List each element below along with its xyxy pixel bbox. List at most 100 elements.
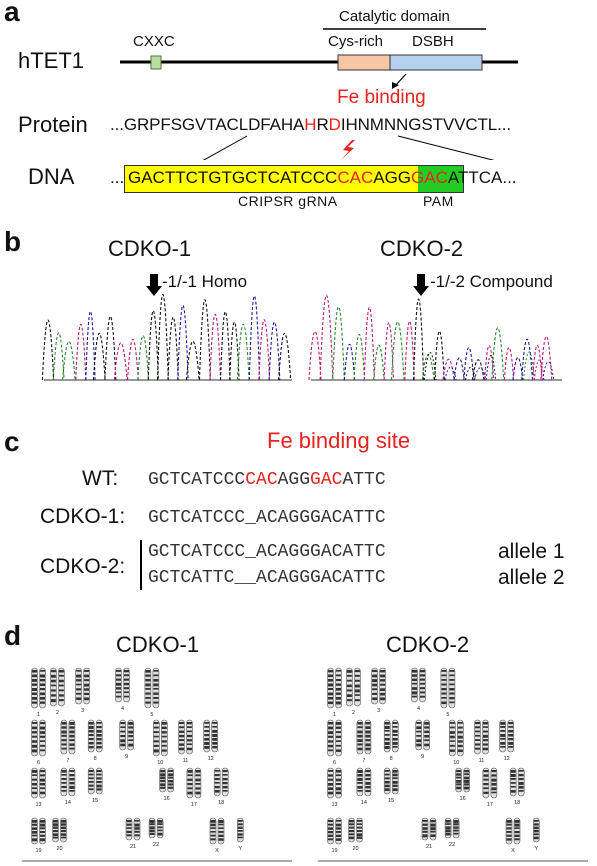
chromosome-band — [372, 674, 378, 678]
chromosome-band — [53, 826, 58, 829]
chromosome-band — [483, 739, 488, 742]
chromosome-band — [32, 674, 37, 678]
trace-peak — [167, 316, 179, 381]
chromosome-band — [441, 701, 447, 705]
chromosome-label: 4 — [121, 706, 124, 712]
chromosome-band — [58, 684, 64, 687]
chromosome-band — [510, 778, 516, 780]
trace-secondary-peak — [523, 351, 535, 381]
chromosome-band — [61, 786, 67, 789]
chromosome-label: 20 — [352, 846, 358, 852]
chromosome-band — [88, 742, 94, 745]
chromosome-band — [365, 730, 371, 734]
chromosome-band — [61, 782, 67, 784]
chromosome-band — [40, 820, 45, 823]
trace-peak — [332, 306, 345, 381]
wt-sequence: GCTCATCCCCACAGGGACATTC — [148, 470, 386, 490]
chromosome-band — [453, 829, 459, 832]
chromosome-band — [357, 778, 363, 781]
chromosome-band — [161, 744, 167, 747]
chromosome-band — [160, 783, 166, 786]
chromosome-band — [380, 670, 386, 673]
chromosome-band — [222, 782, 228, 785]
trace-peak — [319, 294, 334, 381]
chromosome-band — [187, 726, 192, 729]
chromosome-band — [422, 820, 428, 822]
chromosome-band — [445, 829, 451, 833]
chromosome-band — [457, 731, 463, 734]
chromosome-band — [69, 770, 75, 772]
allele2-label: allele 2 — [498, 566, 565, 589]
chromosome-band — [357, 830, 362, 832]
chromosome-band — [161, 726, 167, 730]
chromosome-label: 8 — [390, 756, 393, 762]
trace-peak — [41, 319, 55, 381]
chromosome-band — [357, 786, 363, 789]
chromosome-band — [204, 738, 210, 741]
chromosome-band — [210, 820, 216, 823]
chromosome-band — [336, 827, 341, 830]
chromosome-band — [53, 820, 58, 823]
chromosome-band — [328, 787, 333, 791]
chromosome-band — [392, 770, 398, 773]
chromosome-band — [58, 674, 64, 677]
chromosome-band — [328, 770, 333, 772]
chromosome-band — [120, 730, 126, 733]
chromosome-band — [149, 820, 155, 823]
chromosome-band — [124, 687, 129, 690]
cdko2-allele1-sequence: GCTCATCCC_ACAGGGACATTC — [148, 542, 386, 562]
wt-seq-agg: AGG — [277, 470, 311, 490]
chromosome-band — [40, 697, 45, 700]
wt-seq-e: ATTC — [342, 470, 386, 490]
chromosome-band — [195, 774, 201, 777]
chromosome-band — [88, 734, 94, 737]
chromosome-band — [76, 683, 82, 686]
chromosome-band — [328, 783, 333, 786]
dna-gac: GAC — [411, 168, 448, 187]
trace-peak — [92, 332, 106, 381]
chromosome-label: 21 — [426, 844, 432, 850]
chromosome-band — [204, 722, 210, 724]
chromosome-band — [445, 823, 451, 825]
chromosome-band — [160, 776, 166, 780]
chromosome-band — [372, 679, 378, 683]
chromosome-band — [449, 674, 455, 677]
chromosome-band — [214, 782, 220, 784]
chromosome-band — [483, 783, 489, 786]
chromosome-band — [69, 730, 75, 734]
trace-peak — [219, 311, 231, 381]
cdko1-chrom-title: CDKO-1 — [108, 236, 192, 261]
chromosome-band — [32, 823, 37, 826]
chromosome-label: 1 — [37, 712, 40, 718]
chromosome-band — [449, 744, 455, 747]
chromosome-band — [464, 783, 470, 786]
chromosome-band — [32, 770, 37, 773]
chromosome-band — [61, 730, 67, 734]
chromosome-band — [365, 739, 371, 742]
chromosome-band — [53, 823, 58, 827]
trace-peak — [236, 323, 250, 381]
chromosome-band — [475, 739, 480, 741]
chromosome-label: 2 — [56, 710, 59, 716]
catalytic-domain-label: Catalytic domain — [339, 8, 450, 25]
chromosome-band — [40, 787, 45, 790]
chromosome-band — [412, 674, 417, 677]
chromosome-band — [357, 739, 363, 742]
chromosome-band — [346, 699, 352, 702]
chromosome-band — [116, 682, 121, 686]
chromosome-band — [328, 778, 333, 781]
chromosome-band — [149, 823, 155, 826]
chromosome-band — [349, 833, 354, 836]
chromosome-band — [449, 688, 455, 691]
trace-peak — [185, 341, 200, 381]
chromosome-label: 19 — [331, 848, 337, 854]
chromosome-band — [40, 692, 45, 696]
chromosome-band — [483, 791, 489, 794]
chromosome-band — [336, 749, 341, 752]
chromosome-band — [336, 838, 341, 841]
chromosome-band — [346, 670, 352, 673]
chromosome-band — [514, 831, 520, 834]
chromosome-band — [457, 744, 463, 748]
chromosome-band — [32, 726, 37, 730]
chromosome-band — [153, 722, 159, 725]
